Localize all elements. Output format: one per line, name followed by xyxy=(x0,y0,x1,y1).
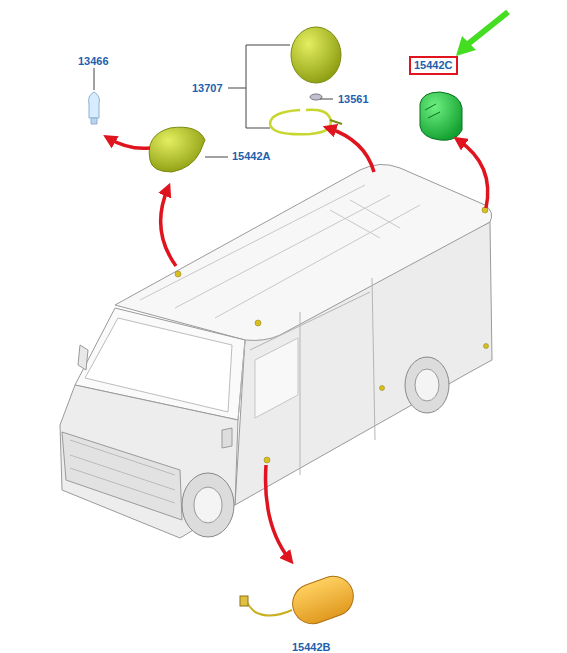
callout-number: 13561 xyxy=(338,93,369,106)
callout-number: 15442C xyxy=(414,59,453,71)
callout-number: 15442A xyxy=(232,150,271,163)
callout-box: 15442C xyxy=(409,56,458,75)
lamp-15442a xyxy=(149,127,205,172)
callout-number: 15442B xyxy=(292,641,331,653)
callout-number: 13466 xyxy=(78,55,109,68)
bulb xyxy=(89,92,100,124)
marker-lamp-dots xyxy=(175,207,489,463)
dome-lamp xyxy=(270,27,342,134)
lamp-15442c xyxy=(420,92,462,140)
green-arrow xyxy=(456,12,508,56)
bracket-lines xyxy=(94,45,333,157)
van-body xyxy=(60,164,492,538)
lamp-15442b xyxy=(240,571,359,630)
pointer-arrows xyxy=(108,128,488,560)
callout-number: 13707 xyxy=(192,82,223,95)
